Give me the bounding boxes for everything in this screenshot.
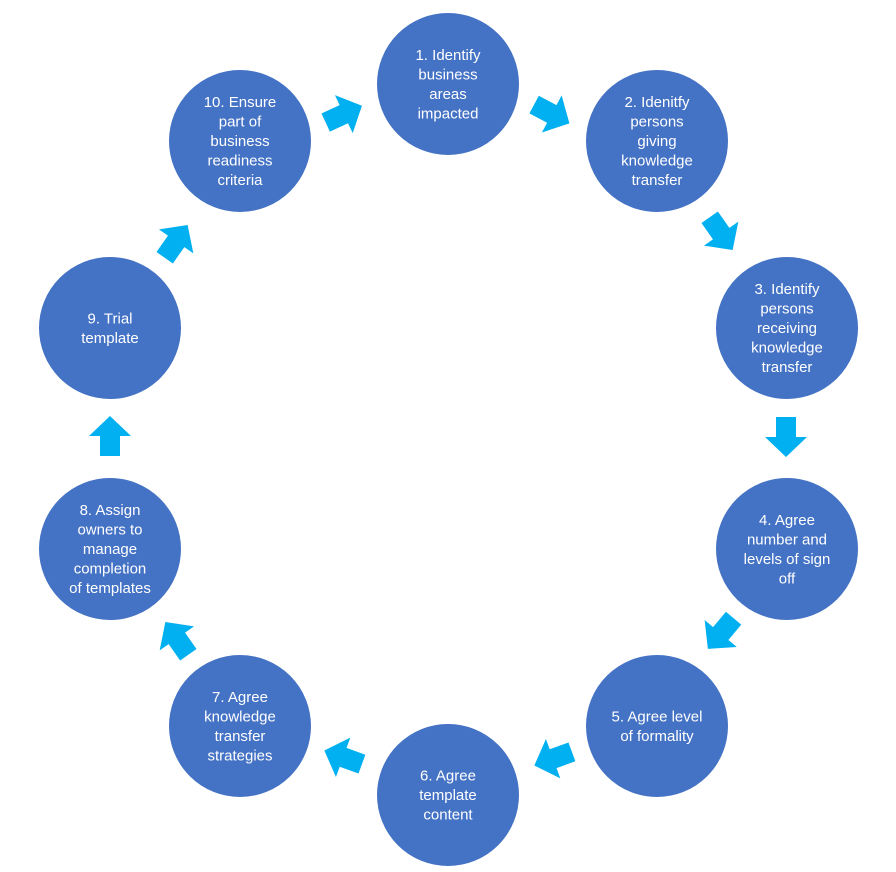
- step-label-line: giving: [637, 133, 676, 150]
- step-label-1: 1. Identify business areas impacted: [415, 47, 481, 123]
- step-circle-10: [167, 68, 313, 214]
- step-label-line: knowledge: [204, 708, 276, 725]
- step-label-10: 10. Ensure part of business readiness criter…: [204, 94, 277, 189]
- step-circle-1: [375, 11, 521, 157]
- flow-arrow-icon-9: [156, 224, 194, 264]
- step-label-line: knowledge: [751, 340, 823, 357]
- step-label-line: receiving: [757, 320, 817, 337]
- step-label-line: business: [418, 66, 477, 83]
- step-label-line: 6. Agree: [420, 768, 476, 785]
- flow-arrow-icon-4: [704, 611, 742, 649]
- step-label-line: owners to: [77, 522, 142, 539]
- step-label-line: readiness: [207, 153, 272, 170]
- step-label-line: transfer: [632, 172, 683, 189]
- step-circle-4: [714, 476, 860, 622]
- step-circle-3: [714, 255, 860, 401]
- step-label-8: 8. Assign owners to manage completion of tem…: [69, 502, 151, 597]
- step-label-line: strategies: [207, 747, 272, 764]
- step-label-line: 1. Identify: [415, 47, 481, 64]
- step-label-line: 3. Identify: [754, 281, 820, 298]
- flow-arrow-icon-5: [534, 738, 576, 779]
- step-label-line: completion: [74, 561, 147, 578]
- step-label-line: 2. Idenitfy: [624, 94, 690, 111]
- step-label-line: levels of sign: [744, 551, 831, 568]
- step-label-5: 5. Agree level of formality: [612, 708, 703, 745]
- flow-arrow-icon-8: [89, 416, 131, 456]
- step-label-line: manage: [83, 541, 137, 558]
- step-label-line: 9. Trial: [87, 310, 132, 327]
- step-label-line: areas: [429, 86, 467, 103]
- flow-arrow-icon-7: [159, 621, 197, 661]
- step-label-line: 5. Agree level: [612, 708, 703, 725]
- step-circle-7: [167, 653, 313, 799]
- step-label-line: transfer: [215, 728, 266, 745]
- step-label-line: 7. Agree: [212, 689, 268, 706]
- flow-arrow-icon-10: [321, 95, 362, 134]
- step-label-line: template: [81, 330, 139, 347]
- step-circle-2: [584, 68, 730, 214]
- step-label-2: 2. Idenitfy persons giving knowledge transfe…: [621, 94, 693, 189]
- step-label-line: 8. Assign: [80, 502, 141, 519]
- step-circle-5: [584, 653, 730, 799]
- step-label-line: template: [419, 787, 477, 804]
- step-label-line: 10. Ensure: [204, 94, 277, 111]
- step-label-line: criteria: [217, 172, 263, 189]
- step-label-line: of formality: [620, 728, 694, 745]
- step-circle-6: [375, 722, 521, 868]
- arrow-layer: [89, 95, 807, 779]
- flow-arrow-icon-6: [324, 737, 366, 778]
- step-label-line: business: [210, 133, 269, 150]
- step-label-line: of templates: [69, 580, 151, 597]
- flow-arrow-icon-1: [529, 95, 570, 133]
- flow-arrow-icon-2: [701, 211, 739, 251]
- step-label-line: 4. Agree: [759, 512, 815, 529]
- step-label-6: 6. Agree template content: [419, 768, 477, 824]
- flow-arrow-icon-3: [765, 417, 807, 457]
- step-label-line: number and: [747, 531, 827, 548]
- step-label-line: impacted: [418, 105, 479, 122]
- step-label-line: part of: [219, 114, 262, 131]
- step-label-7: 7. Agree knowledge transfer strategies: [204, 689, 276, 765]
- step-label-line: transfer: [762, 359, 813, 376]
- step-label-line: content: [423, 807, 473, 824]
- circle-layer: 1. Identify business areas impacted 2. Ideni…: [37, 11, 860, 868]
- step-circle-9: [37, 255, 183, 401]
- step-label-4: 4. Agree number and levels of sign off: [744, 512, 831, 588]
- step-label-line: off: [779, 570, 796, 587]
- step-circle-8: [37, 476, 183, 622]
- step-label-line: persons: [760, 301, 813, 318]
- step-label-3: 3. Identify persons receiving knowledge tran…: [751, 281, 823, 376]
- step-label-line: persons: [630, 114, 683, 131]
- step-label-9: 9. Trial template: [81, 310, 139, 347]
- step-label-line: knowledge: [621, 153, 693, 170]
